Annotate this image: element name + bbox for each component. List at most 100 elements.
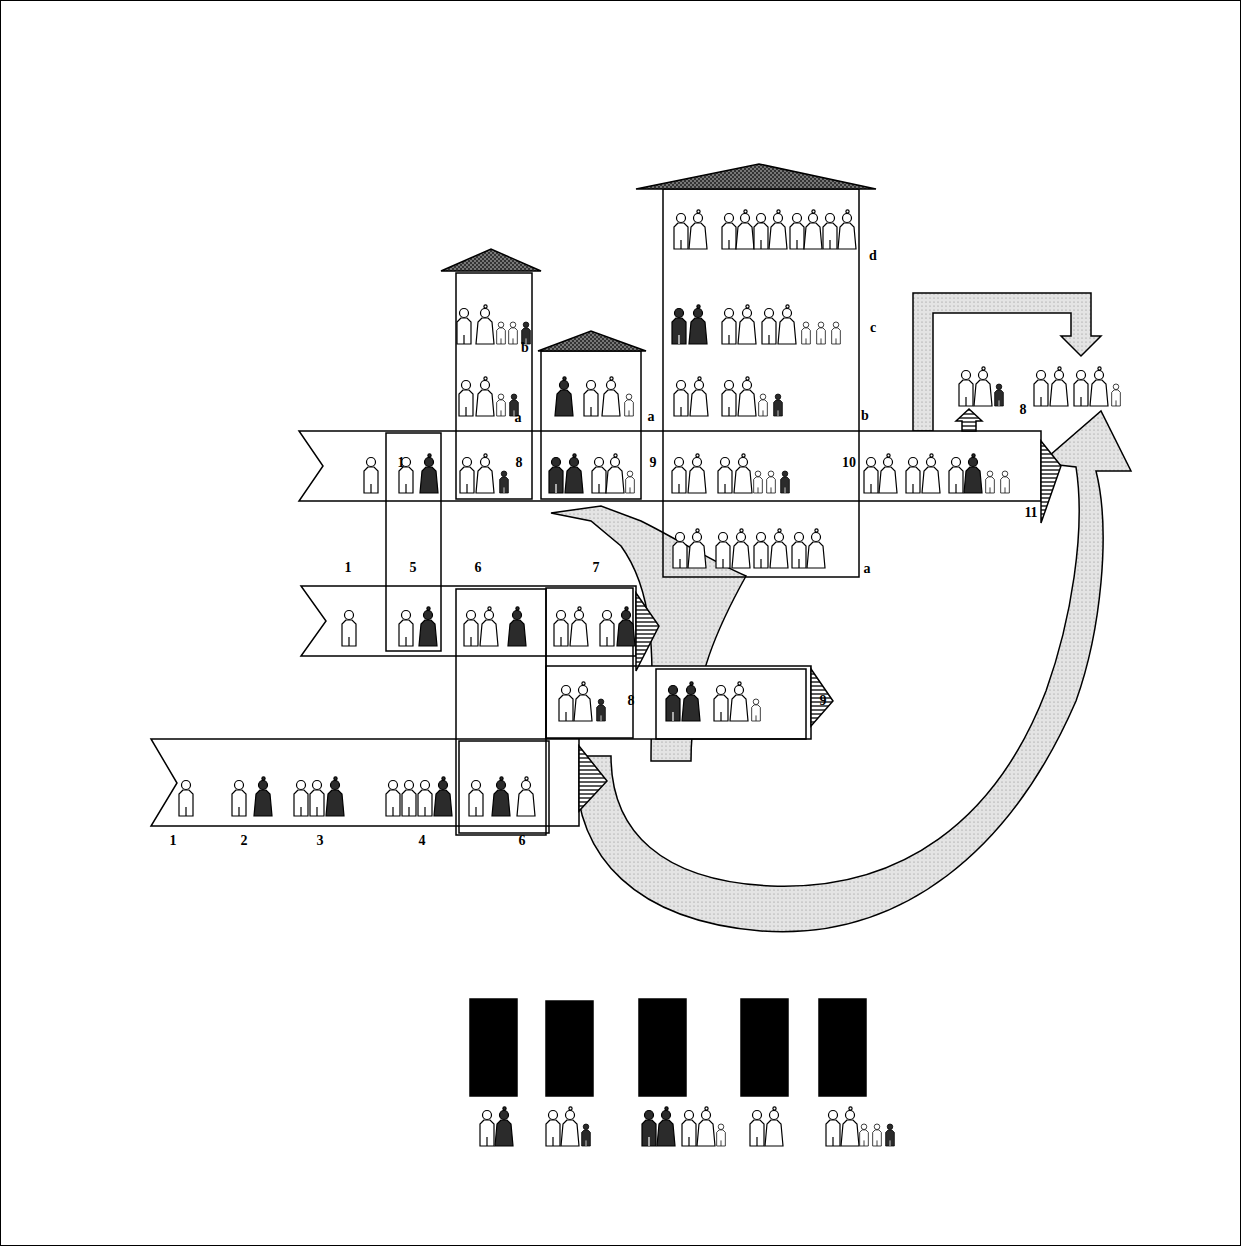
person-legs: [370, 484, 371, 493]
person-body: [1034, 380, 1048, 406]
person-legs: [864, 1140, 865, 1146]
person-bun: [812, 210, 815, 213]
person-figure: [750, 1111, 764, 1147]
person-body: [765, 1120, 783, 1146]
person-figure: [459, 381, 473, 417]
person-figure: [1090, 367, 1108, 406]
person-bun: [516, 607, 519, 610]
person-figure: [626, 471, 635, 493]
person-head: [952, 458, 961, 467]
person-body: [460, 467, 474, 493]
person-bun: [740, 529, 743, 532]
person-body: [402, 790, 416, 816]
person-bun: [786, 305, 789, 308]
person-figure: [738, 377, 756, 416]
person-body: [732, 542, 750, 568]
person-body: [457, 318, 471, 344]
person-head: [775, 533, 784, 542]
person-legs: [756, 715, 757, 721]
person-head: [500, 1111, 509, 1120]
person-body: [555, 390, 573, 416]
person-legs: [348, 637, 349, 646]
person-head: [627, 471, 633, 477]
person-figure: [561, 1107, 579, 1146]
person-bun: [777, 210, 780, 213]
person-head: [829, 1111, 838, 1120]
person-figure: [949, 458, 963, 494]
person-body: [762, 318, 776, 344]
person-body: [626, 477, 635, 493]
person-legs: [630, 487, 631, 493]
person-body: [492, 790, 510, 816]
person-figure: [492, 777, 510, 816]
callout-number: c: [869, 320, 877, 336]
person-figure: [792, 533, 806, 569]
person-body: [495, 1120, 513, 1146]
person-legs: [760, 559, 761, 568]
person-figure: [722, 381, 736, 417]
person-head: [803, 322, 809, 328]
person-head: [560, 381, 569, 390]
callout-number: 1: [344, 560, 353, 576]
person-legs: [514, 410, 515, 416]
person-body: [464, 620, 478, 646]
person-legs: [408, 807, 409, 816]
person-legs: [470, 637, 471, 646]
person-body: [754, 223, 768, 249]
person-legs: [728, 407, 729, 416]
person-figure: [1050, 367, 1068, 406]
person-figure: [310, 781, 324, 817]
person-body: [817, 328, 826, 344]
person-figure: [600, 611, 614, 647]
person-figure: [838, 210, 856, 249]
person-body: [559, 695, 573, 721]
person-body: [584, 390, 598, 416]
person-figure: [817, 322, 826, 344]
person-bun: [427, 607, 430, 610]
person-figure: [326, 777, 344, 816]
person-legs: [679, 559, 680, 568]
person-body: [841, 1120, 859, 1146]
person-body: [792, 542, 806, 568]
person-figure: [434, 777, 452, 816]
person-figure: [778, 305, 796, 344]
person-figure: [666, 686, 680, 722]
person-legs: [513, 338, 514, 344]
person-figure: [986, 471, 995, 493]
person-head: [1077, 371, 1086, 380]
person-legs: [760, 240, 761, 249]
person-body: [722, 318, 736, 344]
person-legs: [836, 338, 837, 344]
person-figure: [717, 1124, 726, 1146]
person-body: [459, 390, 473, 416]
person-body: [1090, 380, 1108, 406]
person-body: [714, 695, 728, 721]
person-bun: [744, 210, 747, 213]
person-body: [964, 467, 982, 493]
callout-number: 8: [515, 455, 524, 471]
person-body: [592, 467, 606, 493]
person-head: [757, 533, 766, 542]
person-figure: [738, 305, 756, 344]
band: [301, 586, 636, 656]
person-body: [476, 390, 494, 416]
person-body: [342, 620, 356, 646]
person-legs: [720, 712, 721, 721]
person-legs: [877, 1140, 878, 1146]
person-head: [389, 781, 398, 790]
person-figure: [402, 781, 416, 817]
person-figure: [420, 454, 438, 493]
person-bun: [503, 1107, 506, 1110]
person-figure: [804, 210, 822, 249]
person-body: [959, 380, 973, 406]
person-body: [690, 390, 708, 416]
person-head: [717, 686, 726, 695]
person-figure: [807, 529, 825, 568]
person-bun: [573, 454, 576, 457]
person-figure: [697, 1107, 715, 1146]
person-head: [405, 781, 414, 790]
person-figure: [682, 1111, 696, 1147]
person-body: [807, 542, 825, 568]
